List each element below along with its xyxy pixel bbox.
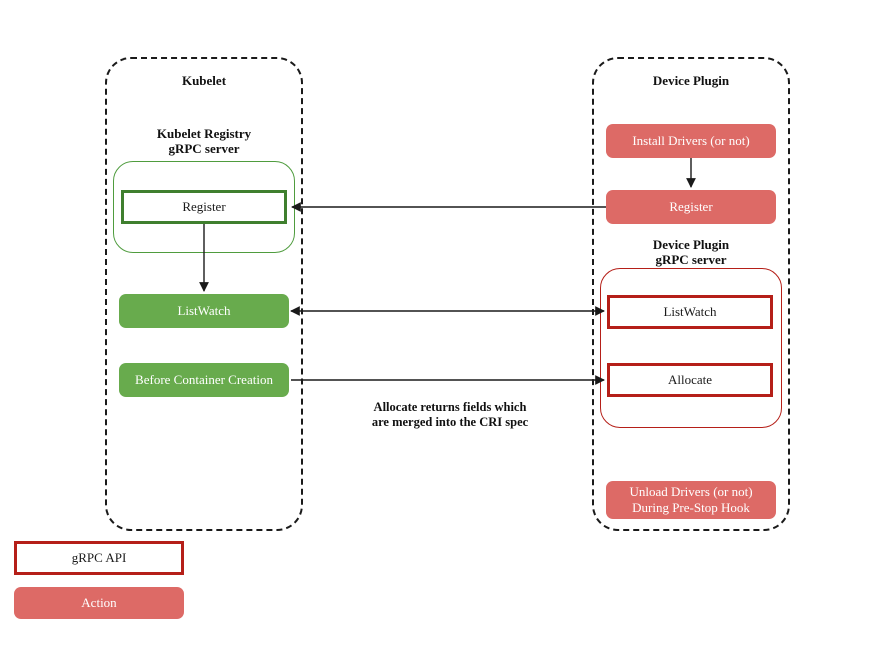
kubelet-registry-grpc-server-label: Kubelet Registry gRPC server xyxy=(156,126,252,156)
before-container-creation-box[interactable]: Before Container Creation xyxy=(119,363,289,397)
legend-action-label: Action xyxy=(81,595,117,610)
kubelet-register-box[interactable]: Register xyxy=(121,190,287,224)
legend-grpc-api-label: gRPC API xyxy=(71,550,127,565)
install-drivers-box[interactable]: Install Drivers (or not) xyxy=(606,124,776,158)
kubelet-register-label: Register xyxy=(182,199,226,214)
device-plugin-register-box[interactable]: Register xyxy=(606,190,776,224)
kubelet-listwatch-box[interactable]: ListWatch xyxy=(119,294,289,328)
legend-action-swatch: Action xyxy=(14,587,184,619)
device-plugin-listwatch-label: ListWatch xyxy=(663,304,717,319)
device-plugin-allocate-box[interactable]: Allocate xyxy=(607,363,773,397)
legend-grpc-api-swatch: gRPC API xyxy=(14,541,184,575)
before-container-creation-label: Before Container Creation xyxy=(135,372,273,387)
device-plugin-allocate-label: Allocate xyxy=(667,372,713,387)
unload-drivers-label: Unload Drivers (or not) During Pre-Stop … xyxy=(629,484,753,515)
allocate-cri-spec-annotation: Allocate returns fields which are merged… xyxy=(371,400,529,429)
device-plugin-grpc-server-label: Device Plugin gRPC server xyxy=(652,237,730,267)
device-plugin-register-label: Register xyxy=(669,199,713,214)
install-drivers-label: Install Drivers (or not) xyxy=(632,133,750,148)
kubelet-listwatch-label: ListWatch xyxy=(177,303,231,318)
kubelet-title: Kubelet xyxy=(181,73,227,88)
device-plugin-title: Device Plugin xyxy=(652,73,730,88)
unload-drivers-box[interactable]: Unload Drivers (or not) During Pre-Stop … xyxy=(606,481,776,519)
device-plugin-grpc-server-outline xyxy=(600,268,782,428)
device-plugin-listwatch-box[interactable]: ListWatch xyxy=(607,295,773,329)
